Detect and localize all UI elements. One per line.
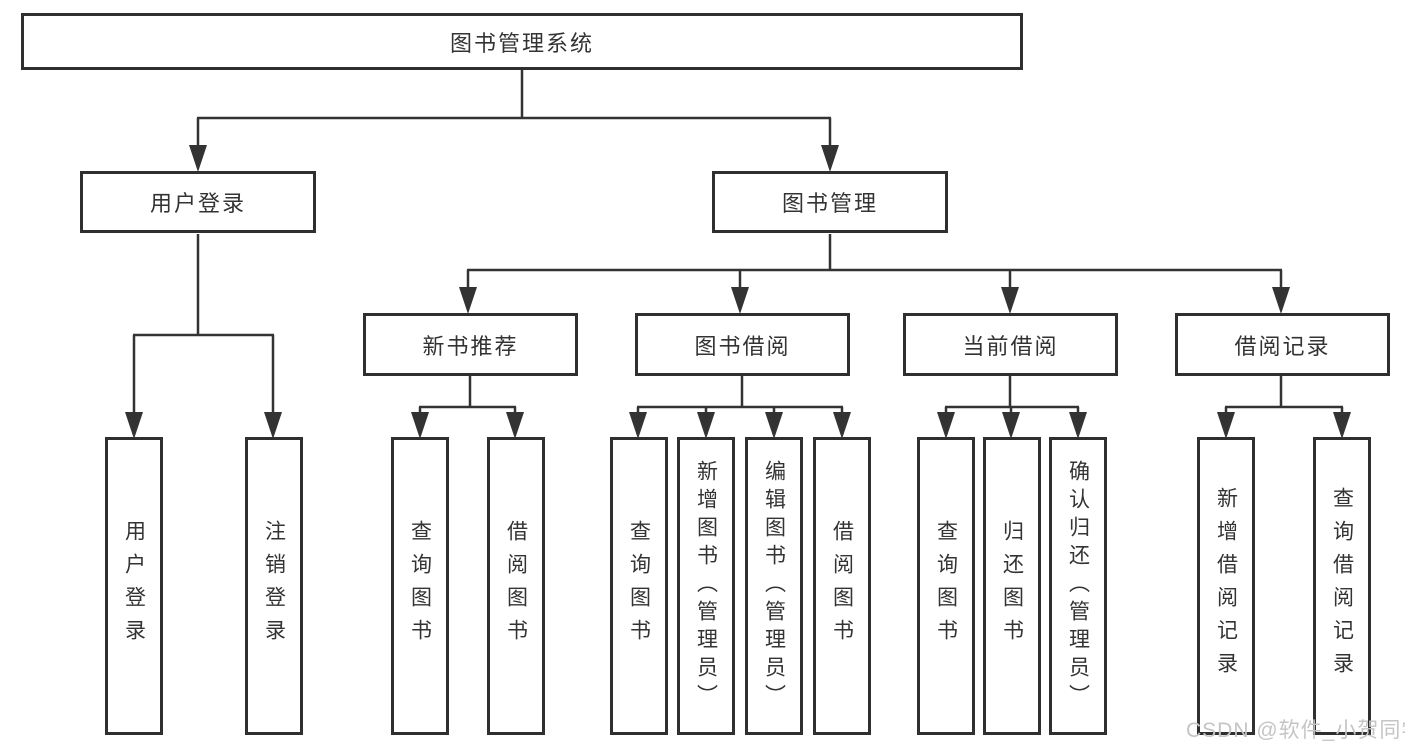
csdn-watermark: CSDN @软件_小贺同学 — [1186, 719, 1405, 742]
leaf-query-book-under-recommend: 查询图书 — [391, 437, 449, 735]
leaf-confirm-return-admin: 确认归还（管理员） — [1049, 437, 1107, 735]
node-borrow-records: 借阅记录 — [1175, 313, 1390, 376]
leaf-add-borrow-record: 新增借阅记录 — [1197, 437, 1255, 735]
node-book-borrow: 图书借阅 — [635, 313, 850, 376]
node-new-book-recommend: 新书推荐 — [363, 313, 578, 376]
leaf-return-book: 归还图书 — [983, 437, 1041, 735]
leaf-query-book-under-borrow: 查询图书 — [610, 437, 668, 735]
leaf-query-borrow-record: 查询借阅记录 — [1313, 437, 1371, 735]
arrowheads — [125, 145, 1351, 439]
leaf-user-login: 用户登录 — [105, 437, 163, 735]
leaf-edit-book-admin: 编辑图书（管理员） — [745, 437, 803, 735]
node-user-login: 用户登录 — [80, 171, 316, 233]
node-current-borrow: 当前借阅 — [903, 313, 1118, 376]
node-book-management: 图书管理 — [712, 171, 948, 233]
node-library-management-system: 图书管理系统 — [21, 13, 1023, 70]
leaf-borrow-book-under-recommend: 借阅图书 — [487, 437, 545, 735]
leaf-borrow-book-under-borrow: 借阅图书 — [813, 437, 871, 735]
leaf-logout: 注销登录 — [245, 437, 303, 735]
leaf-query-book-under-current: 查询图书 — [917, 437, 975, 735]
leaf-add-book-admin: 新增图书（管理员） — [677, 437, 735, 735]
